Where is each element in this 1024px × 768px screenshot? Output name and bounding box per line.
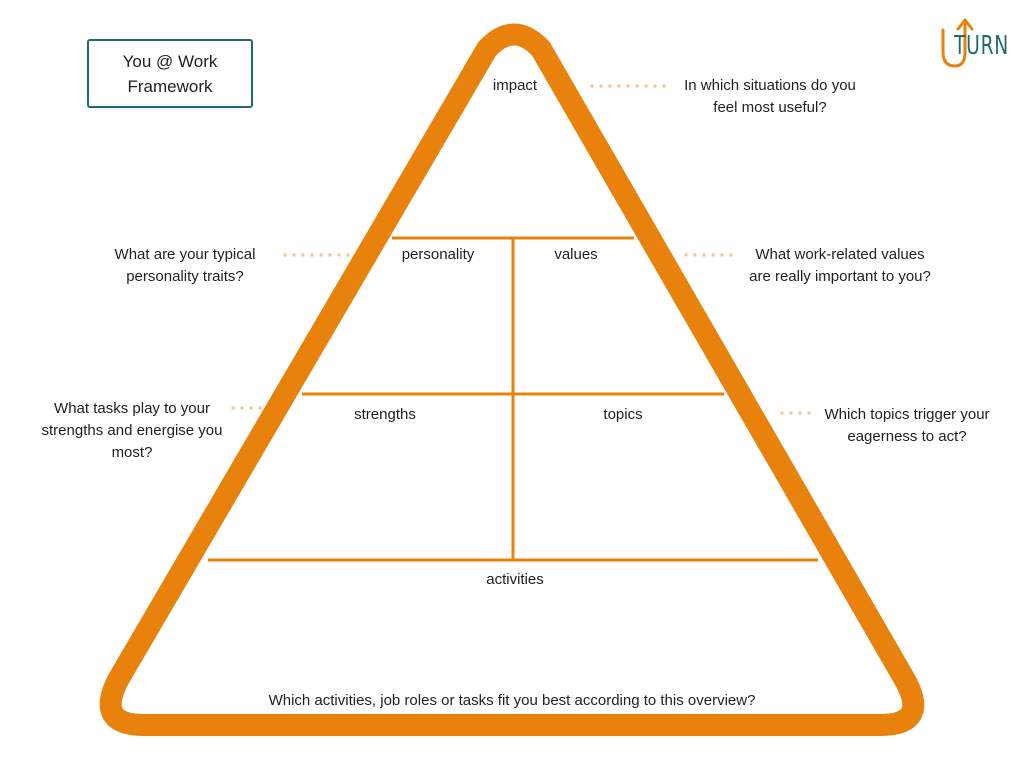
question-personality-line-1: What are your typical — [114, 246, 256, 263]
question-strengths: What tasks play to your strengths and en… — [34, 398, 230, 464]
question-impact-line-2: feel most useful? — [713, 99, 827, 116]
question-activities: Which activities, job roles or tasks fit… — [268, 692, 756, 709]
question-impact: In which situations do you feel most use… — [672, 75, 868, 119]
framework-title-line-1: You @ Work — [122, 51, 218, 71]
dots-personality — [283, 253, 350, 257]
dots-topics — [780, 411, 811, 415]
question-values: What work-related values are really impo… — [738, 244, 942, 288]
question-strengths-line-2: strengths and energise you — [41, 422, 223, 439]
question-topics-line-1: Which topics trigger your — [824, 406, 990, 423]
label-impact: impact — [492, 77, 538, 94]
label-personality: personality — [401, 246, 475, 263]
uturn-logo — [941, 18, 974, 68]
dots-strengths — [231, 406, 262, 410]
framework-title-line-2: Framework — [127, 76, 213, 96]
dots-values — [684, 253, 733, 257]
question-values-line-2: are really important to you? — [749, 268, 931, 285]
connector-dots — [231, 84, 811, 415]
framework-title-box: You @ Work Framework — [87, 39, 253, 108]
question-strengths-line-1: What tasks play to your — [54, 400, 210, 417]
pyramid-dividers — [208, 236, 818, 562]
logo-text: TURN — [954, 31, 1010, 61]
question-personality-line-2: personality traits? — [126, 268, 244, 285]
question-impact-line-1: In which situations do you — [684, 77, 856, 94]
dots-impact — [590, 84, 666, 88]
question-strengths-line-3: most? — [111, 444, 153, 461]
question-topics: Which topics trigger your eagerness to a… — [814, 404, 1000, 448]
label-values: values — [554, 246, 598, 263]
up-arrow-icon — [941, 18, 974, 68]
question-personality: What are your typical personality traits… — [100, 244, 270, 288]
label-strengths: strengths — [354, 406, 416, 423]
question-topics-line-2: eagerness to act? — [847, 428, 967, 445]
label-topics: topics — [603, 406, 643, 423]
label-activities: activities — [486, 571, 544, 588]
question-values-line-1: What work-related values — [755, 246, 925, 263]
pyramid-outline — [99, 23, 925, 736]
